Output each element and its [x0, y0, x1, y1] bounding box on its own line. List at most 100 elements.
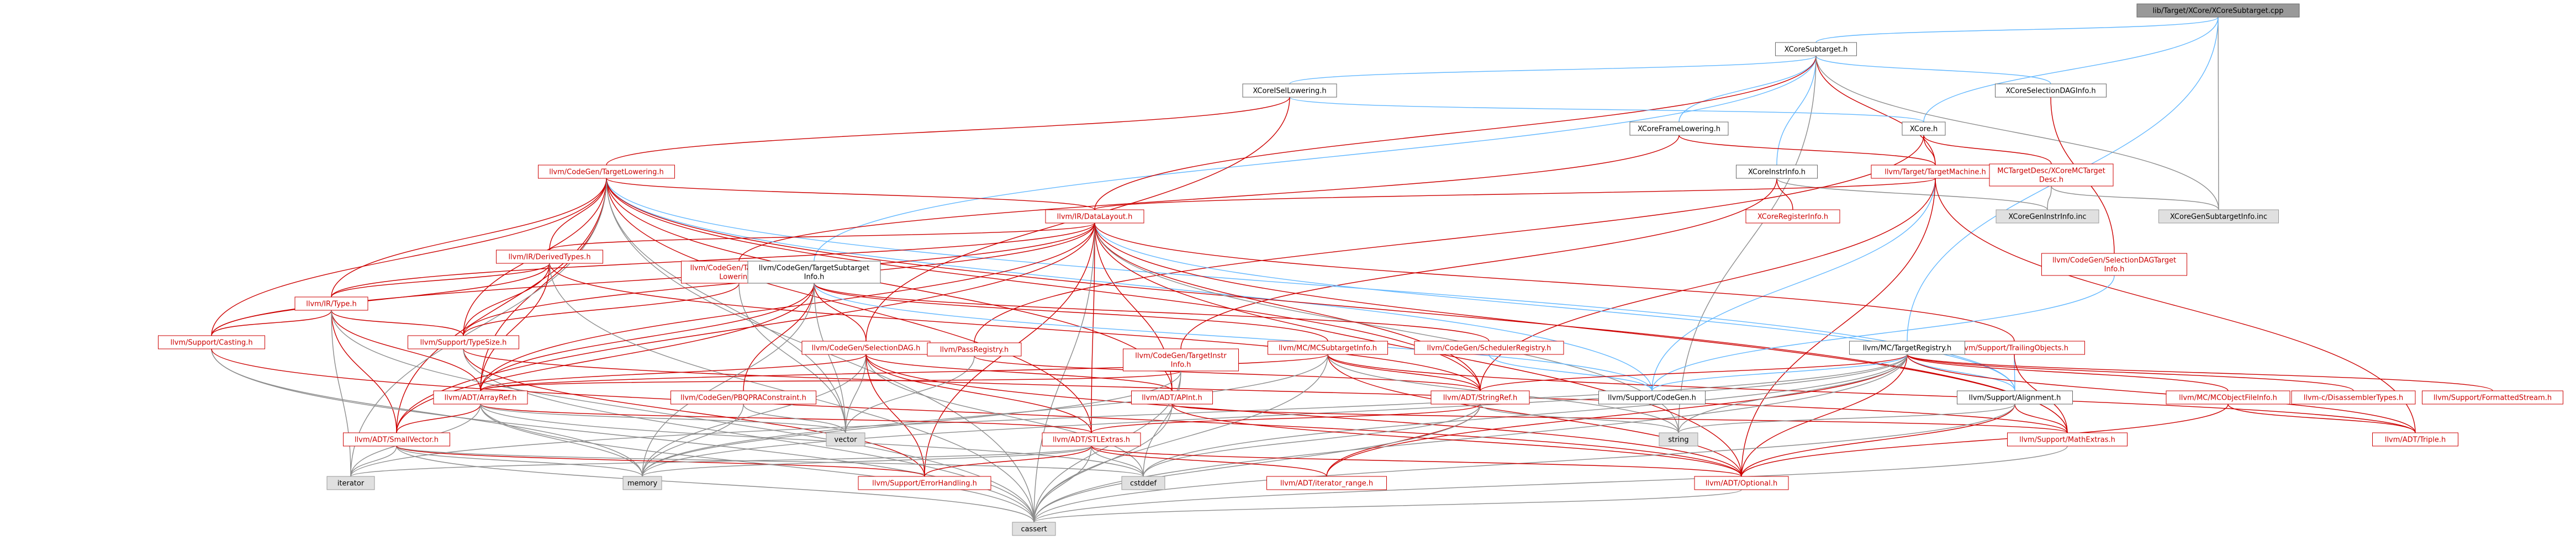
node-box [747, 261, 881, 284]
node-box [2166, 390, 2290, 405]
node-label: llvm/ADT/STLExtras.h [1053, 436, 1130, 444]
edge-mctargetreg-to-stringref [1480, 354, 1908, 391]
node-label: llvm/Support/CodeGen.h [1608, 394, 1696, 402]
node-label: llvm/CodeGen/TargetInstr [1135, 352, 1227, 360]
edge-smallvector-to-memory [396, 445, 643, 477]
node-label: llvm/IR/DataLayout.h [1057, 213, 1133, 221]
edge-root-to-gensubtarget [2218, 17, 2219, 210]
node-mcsubtarget[interactable]: llvm/MC/MCSubtargetInfo.h [1268, 341, 1388, 355]
node-box [1430, 390, 1530, 405]
edge-mcsubtarget-to-stringref [1327, 354, 1481, 391]
graph-nodes: lib/Target/XCore/XCoreSubtarget.cppXCore… [158, 3, 2563, 536]
edge-typesize-to-errorhandling [463, 348, 925, 477]
node-xcore[interactable]: XCore.h [1902, 121, 1946, 136]
node-label: iterator [337, 480, 365, 488]
node-seldag[interactable]: llvm/CodeGen/SelectionDAG.h [801, 341, 931, 355]
edge-mctargetreg-to-optional [1741, 354, 1908, 477]
node-type[interactable]: llvm/IR/Type.h [294, 296, 368, 311]
node-mathextras[interactable]: llvm/Support/MathExtras.h [2007, 432, 2128, 447]
node-disasm[interactable]: llvm-c/DisassemblerTypes.h [2291, 390, 2416, 405]
node-framelowering[interactable]: XCoreFrameLowering.h [1629, 121, 1729, 136]
node-label: llvm/ADT/ArrayRef.h [445, 394, 517, 402]
edge-derivedtypes-to-arrayref [480, 263, 550, 391]
edge-subtarget-to-datalayout [1094, 55, 1817, 210]
edge-alignment-to-optional [1741, 404, 2015, 477]
node-derivedtypes[interactable]: llvm/IR/DerivedTypes.h [496, 250, 603, 264]
node-arrayref[interactable]: llvm/ADT/ArrayRef.h [433, 390, 528, 405]
node-datalayout[interactable]: llvm/IR/DataLayout.h [1045, 209, 1144, 224]
node-label: XCoreRegisterInfo.h [1757, 213, 1828, 221]
node-mctargetreg[interactable]: llvm/MC/TargetRegistry.h [1849, 341, 1965, 355]
node-pbqp[interactable]: llvm/CodeGen/PBQPRAConstraint.h [671, 390, 816, 405]
node-fmtstream[interactable]: llvm/Support/FormattedStream.h [2422, 390, 2563, 405]
node-casting[interactable]: llvm/Support/Casting.h [158, 335, 265, 349]
edge-mctargetdesc-to-geninstrinfo [2047, 185, 2052, 210]
edge-datalayout-to-derivedtypes [549, 222, 1095, 251]
node-label: llvm/IR/DerivedTypes.h [508, 253, 590, 262]
edge-datalayout-to-type [331, 222, 1095, 298]
node-iterrange[interactable]: llvm/ADT/iterator_range.h [1266, 476, 1387, 490]
node-label: llvm/MC/MCSubtargetInfo.h [1279, 344, 1377, 353]
edge-casting-to-optional [211, 348, 1742, 477]
node-subtarget[interactable]: XCoreSubtarget.h [1775, 42, 1857, 56]
node-label: llvm/Support/FormattedStream.h [2434, 394, 2552, 402]
edge-mcsubtarget-to-arrayref [480, 354, 1328, 391]
node-errorhandling[interactable]: llvm/Support/ErrorHandling.h [858, 476, 991, 490]
node-targetmachine[interactable]: llvm/Target/TargetMachine.h [1871, 165, 2000, 179]
node-alignment[interactable]: llvm/Support/Alignment.h [1957, 390, 2073, 405]
edge-typesize-to-cassert [463, 348, 1034, 523]
node-box [1989, 163, 2114, 187]
edge-seldag-to-apint [865, 354, 1173, 391]
edge-tsi-to-vector [814, 283, 846, 433]
edge-seldag-to-stlextras [865, 354, 1092, 433]
edge-stlextras-to-cassert [1033, 445, 1092, 523]
node-trailing[interactable]: llvm/Support/TrailingObjects.h [1944, 341, 2085, 355]
edge-alignment-to-cassert [1033, 404, 2015, 523]
node-mcobjfile[interactable]: llvm/MC/MCObjectFileInfo.h [2166, 390, 2290, 405]
edge-derivedtypes-to-stringref [549, 263, 1481, 391]
node-box [1045, 209, 1144, 224]
edge-xcore-to-passregistry [974, 135, 1924, 343]
node-label: llvm/MC/MCObjectFileInfo.h [2179, 394, 2277, 402]
node-schedreg[interactable]: llvm/CodeGen/SchedulerRegistry.h [1414, 341, 1564, 355]
node-isellowering[interactable]: XCoreISelLowering.h [1242, 83, 1337, 98]
edge-tfl-to-vector [738, 283, 846, 433]
edge-tli-to-mathextras [606, 178, 2068, 433]
node-box [1736, 165, 1818, 179]
edge-tsi-to-smallvector [396, 283, 815, 433]
node-passregistry[interactable]: llvm/PassRegistry.h [927, 342, 1022, 357]
node-reginfo[interactable]: XCoreRegisterInfo.h [1745, 209, 1840, 224]
node-box [1598, 390, 1706, 405]
node-stlextras[interactable]: llvm/ADT/STLExtras.h [1042, 432, 1141, 447]
edge-optional-to-cassert [1033, 489, 1742, 523]
node-tli[interactable]: llvm/CodeGen/TargetLowering.h [538, 165, 675, 179]
node-label: llvm/ADT/StringRef.h [1443, 394, 1517, 402]
edge-tii-to-cstddef [1143, 370, 1181, 477]
node-box [2041, 253, 2187, 276]
node-optional[interactable]: llvm/ADT/Optional.h [1694, 476, 1789, 490]
node-box [1012, 522, 1056, 536]
node-instrinfo[interactable]: XCoreInstrInfo.h [1736, 165, 1818, 179]
node-stringref[interactable]: llvm/ADT/StringRef.h [1430, 390, 1530, 405]
node-typesize[interactable]: llvm/Support/TypeSize.h [408, 335, 519, 349]
node-box [538, 165, 675, 179]
edge-apint-to-mathextras [1171, 404, 2068, 433]
node-smallvector[interactable]: llvm/ADT/SmallVector.h [343, 432, 450, 447]
node-box [1957, 390, 2073, 405]
edge-pbqp-to-memory [642, 404, 744, 477]
node-box [326, 476, 375, 490]
node-seldaginfo[interactable]: XCoreSelectionDAGInfo.h [1995, 83, 2107, 98]
node-codegen[interactable]: llvm/Support/CodeGen.h [1598, 390, 1706, 405]
edge-apint-to-optional [1171, 404, 1742, 477]
node-box [671, 390, 816, 405]
node-apint[interactable]: llvm/ADT/APInt.h [1131, 390, 1213, 405]
node-box [826, 432, 865, 447]
node-box [1266, 476, 1387, 490]
node-box [1694, 476, 1789, 490]
node-triple[interactable]: llvm/ADT/Triple.h [2372, 432, 2458, 447]
edge-mcsubtarget-to-memory [642, 354, 1328, 477]
